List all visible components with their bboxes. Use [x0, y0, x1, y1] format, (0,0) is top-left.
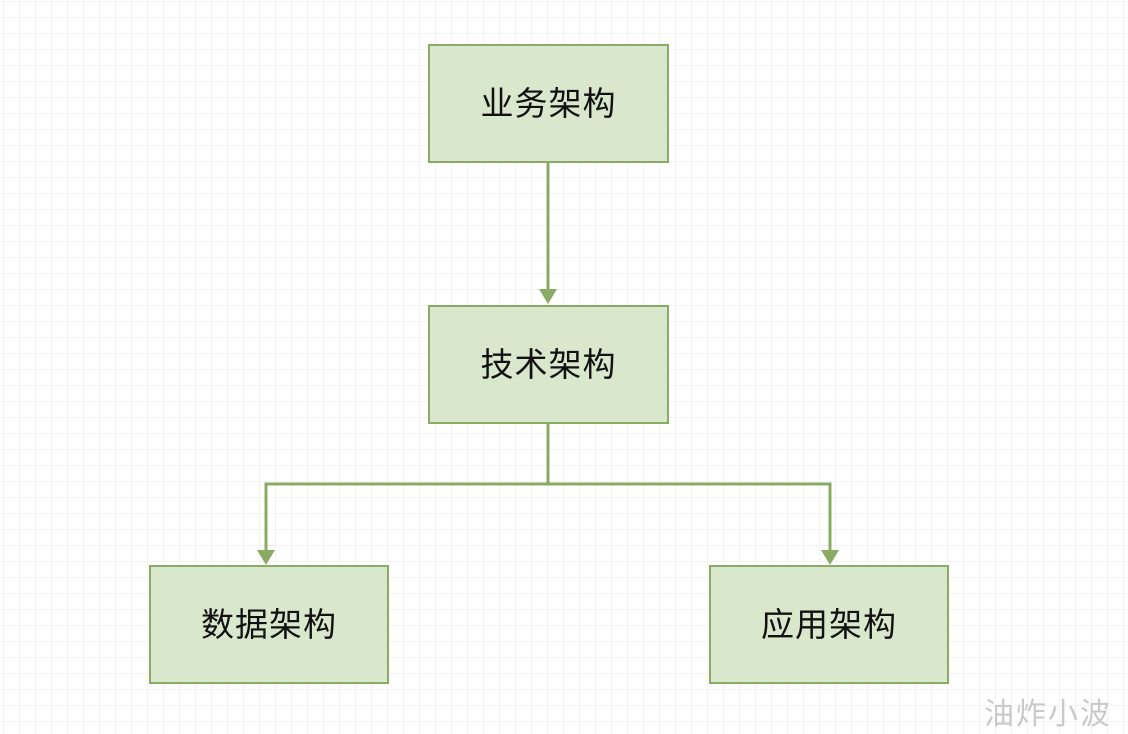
- watermark-text: 油炸小波: [984, 697, 1112, 732]
- edge-technical-to-application: [546, 424, 839, 565]
- edge-business-to-technical: [539, 163, 557, 304]
- node-label: 数据架构: [201, 605, 337, 644]
- node-label: 技术架构: [480, 345, 617, 384]
- node-business-architecture[interactable]: 业务架构: [428, 44, 669, 163]
- node-label: 应用架构: [761, 605, 897, 644]
- node-label: 业务架构: [480, 84, 617, 123]
- node-data-architecture[interactable]: 数据架构: [149, 565, 389, 684]
- edge-technical-to-data: [257, 424, 550, 565]
- node-technical-architecture[interactable]: 技术架构: [428, 305, 669, 424]
- node-application-architecture[interactable]: 应用架构: [709, 565, 949, 684]
